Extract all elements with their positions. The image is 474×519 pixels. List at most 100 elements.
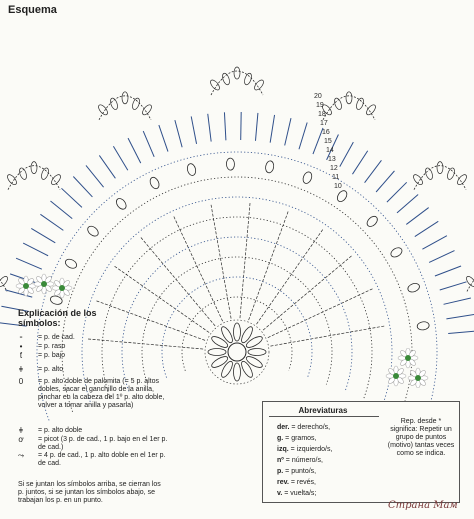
center-outer-round (204, 319, 270, 385)
fan-stitch (85, 165, 104, 188)
center-petal (211, 336, 229, 348)
petal-oval (416, 321, 430, 331)
fan-stitch (312, 127, 324, 155)
outer-scallop (98, 95, 152, 121)
abbreviations-note: Rep. desde * significa: Repetir un grupo… (387, 418, 455, 457)
radial-spoke (256, 228, 324, 325)
abbreviation-row: nº = número/s, (277, 457, 387, 464)
scallop-petal (345, 91, 353, 105)
abbreviation-row: v. = vuelta/s; (277, 490, 387, 497)
fan-stitch (326, 134, 339, 161)
abbreviation-row: rev. = revés, (277, 479, 387, 486)
petal-oval (50, 295, 63, 305)
stitch-round (161, 276, 313, 378)
scallop-petal (121, 91, 129, 105)
center-petal (233, 322, 241, 342)
scallop-petal (132, 97, 140, 110)
fan-stitch (158, 124, 169, 152)
abbreviation-value: = izquierdo/s, (288, 446, 333, 453)
fan-stitch (142, 130, 155, 158)
scallop-petal (222, 72, 230, 86)
scallop-petal (30, 161, 38, 175)
legend-text: = p. de cad. (38, 334, 75, 341)
legend-symbol: ǂ (18, 426, 24, 435)
fan-stitch (40, 213, 64, 231)
abbreviation-key: g. (277, 435, 284, 442)
abbreviation-row: g. = gramos, (277, 435, 387, 442)
scallop-petal (356, 97, 364, 110)
abbreviation-key: rev. (277, 479, 289, 486)
abbreviation-key: der. (277, 424, 290, 431)
scallop-petal (51, 174, 61, 185)
row-number: 16 (322, 129, 330, 136)
scallop-petal (334, 97, 342, 110)
row-number: 15 (324, 138, 332, 145)
fan-stitch (352, 150, 369, 175)
radial-spoke (87, 338, 204, 350)
radial-spoke (239, 202, 251, 319)
row-number: 19 (316, 102, 324, 109)
fan-stitch (61, 187, 83, 208)
row-number: 11 (332, 174, 339, 181)
legend-text: = p. alto doble de palomita (= 5 p. alto… (38, 378, 165, 409)
center-petal (207, 348, 227, 356)
abbreviation-value: = gramos, (283, 435, 317, 442)
abbreviation-key: izq. (277, 446, 289, 453)
fan-stitch (414, 220, 439, 237)
petal-oval (390, 247, 403, 258)
stitch-round (81, 196, 393, 406)
fan-stitch (375, 170, 395, 193)
row-number: 20 (314, 93, 322, 100)
scallop-petal (366, 104, 376, 116)
center-petal (221, 360, 233, 378)
fan-stitch (439, 281, 467, 291)
radial-spoke (113, 265, 210, 333)
legend-text: = 4 p. de cad., 1 p. alto doble en el 1e… (38, 452, 166, 467)
fan-stitch (22, 242, 49, 257)
fan-stitch (428, 250, 455, 263)
abbreviation-value: = revés, (288, 479, 316, 486)
outer-scallop (7, 165, 61, 190)
outer-scallop (0, 279, 8, 292)
fan-stitch (72, 176, 93, 198)
legend-symbol: ƭ (19, 351, 23, 360)
legend-symbol: ơ (18, 435, 24, 444)
outer-scallop (322, 95, 376, 121)
center-petal (241, 326, 253, 344)
radial-spoke (270, 325, 385, 347)
legend-symbol: ⤳ (17, 451, 25, 460)
scallop-petal (0, 276, 8, 287)
petal-oval (337, 190, 348, 202)
center-petal (233, 362, 241, 382)
abbreviation-value: = punto/s, (283, 468, 317, 475)
fan-stitch (50, 200, 73, 219)
radial-spoke (140, 236, 216, 327)
fan-stitch (112, 146, 129, 171)
row-number: 10 (334, 183, 342, 190)
scallop-petal (447, 167, 455, 180)
legend-text: = picot (3 p. de cad., 1 p. bajo en el 1… (38, 436, 168, 451)
petal-oval (149, 176, 160, 190)
radial-spoke (210, 204, 232, 319)
radial-spoke (262, 255, 353, 331)
legend-symbol: ⁃ (19, 333, 23, 342)
fan-stitch (31, 227, 56, 244)
fan-stitch (443, 297, 471, 305)
flower-center (393, 373, 399, 379)
radial-spoke (95, 300, 206, 341)
fan-stitch (434, 265, 462, 277)
fan-stitch (174, 120, 183, 148)
fan-stitch (396, 194, 419, 214)
flower-center (415, 375, 421, 381)
flower-center (23, 283, 29, 289)
petal-oval (64, 258, 78, 269)
fan-stitch (98, 155, 116, 179)
legend-text: = p. bajo (38, 352, 66, 359)
stitch-round (101, 216, 373, 399)
stitch-round (141, 256, 333, 385)
petal-oval (226, 157, 235, 171)
scallop-petal (466, 276, 474, 287)
petal-oval (302, 171, 313, 184)
scallop-petal (254, 79, 264, 91)
